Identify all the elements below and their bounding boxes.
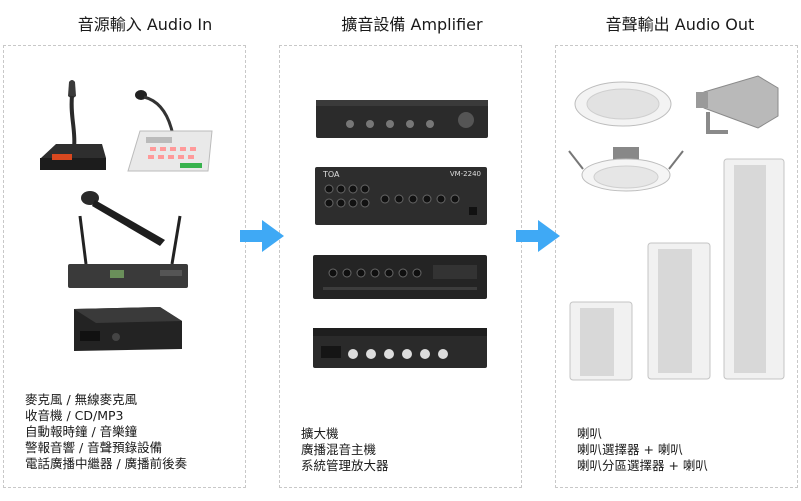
ceiling-speaker-icon bbox=[568, 147, 684, 192]
column-title-audio-in: 音源輸入 Audio In bbox=[77, 15, 213, 34]
amplifier-unit-icon bbox=[313, 328, 487, 368]
column-title-amplifier: 擴音設備 Amplifier bbox=[341, 15, 483, 34]
wireless-microphone-icon bbox=[81, 191, 165, 246]
caption-line: 喇叭分區選擇器 + 喇叭 bbox=[577, 458, 708, 473]
caption-line: 警報音響 / 音聲預錄設備 bbox=[25, 440, 163, 455]
caption-list-amplifier: 擴大機 廣播混音主機 系統管理放大器 bbox=[301, 426, 389, 474]
mixer-knobs-icon bbox=[324, 184, 477, 215]
caption-list-audio-in: 麥克風 / 無線麥克風 收音機 / CD/MP3 自動報時鐘 / 音樂鐘 警報音… bbox=[25, 392, 187, 472]
amplifier-unit-icon bbox=[313, 255, 487, 299]
amplifier-unit-icon bbox=[316, 100, 488, 138]
caption-line: 廣播混音主機 bbox=[301, 442, 377, 457]
mixer-brand-label: TOA bbox=[323, 170, 340, 179]
panel-audio-out bbox=[555, 45, 798, 488]
column-title-audio-out: 音聲輸出 Audio Out bbox=[605, 15, 755, 34]
wireless-receiver-icon bbox=[68, 215, 188, 288]
caption-line: 電話廣播中繼器 / 廣播前後奏 bbox=[25, 456, 188, 471]
column-speaker-icon bbox=[723, 158, 785, 380]
arrow-right-icon bbox=[240, 220, 284, 252]
caption-line: 擴大機 bbox=[301, 426, 339, 441]
column-speaker-icon bbox=[647, 242, 711, 380]
ceiling-speaker-icon bbox=[574, 81, 672, 127]
arrow-right-icon bbox=[516, 220, 560, 252]
panel-amplifier bbox=[279, 45, 522, 488]
caption-line: 喇叭選擇器 + 喇叭 bbox=[577, 442, 683, 457]
cabinet-speaker-icon bbox=[569, 301, 633, 381]
caption-line: 系統管理放大器 bbox=[301, 458, 389, 473]
paging-console-icon bbox=[127, 90, 213, 172]
mixer-model-label: VM-2240 bbox=[449, 170, 481, 178]
caption-line: 自動報時鐘 / 音樂鐘 bbox=[25, 424, 138, 439]
caption-line: 喇叭 bbox=[577, 426, 603, 441]
desk-microphone-icon bbox=[40, 80, 106, 170]
caption-line: 麥克風 / 無線麥克風 bbox=[25, 392, 138, 407]
audio-source-unit-icon bbox=[74, 307, 182, 351]
caption-list-audio-out: 喇叭 喇叭選擇器 + 喇叭 喇叭分區選擇器 + 喇叭 bbox=[577, 426, 708, 474]
horn-speaker-icon bbox=[696, 75, 779, 134]
mixer-amplifier-unit: TOA VM-2240 bbox=[315, 167, 487, 225]
panel-audio-in bbox=[3, 45, 246, 488]
caption-line: 收音機 / CD/MP3 bbox=[25, 408, 124, 423]
